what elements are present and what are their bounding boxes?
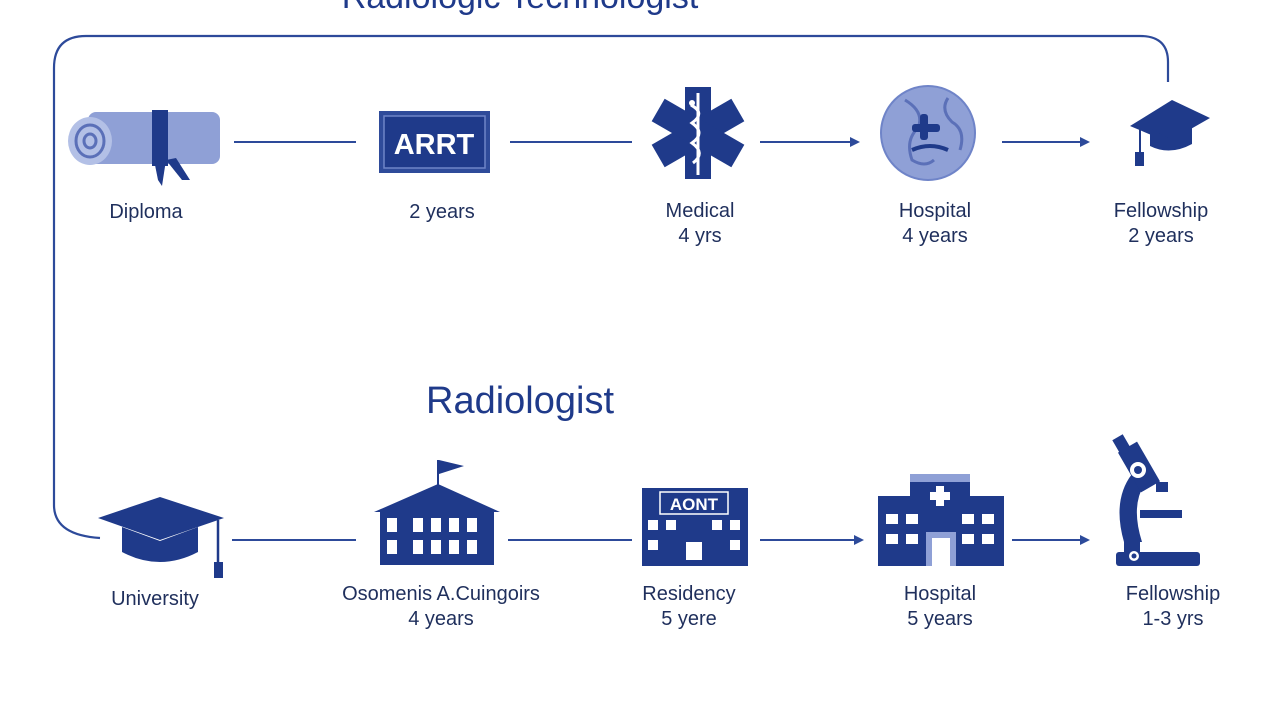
graduation-cap-icon xyxy=(1130,100,1210,166)
arrowhead-top-4 xyxy=(1080,137,1090,147)
diploma-scroll-icon xyxy=(68,110,220,186)
stage-duration: 5 yere xyxy=(661,608,717,630)
school-building-icon xyxy=(374,460,500,565)
stage-name: Hospital xyxy=(903,583,977,605)
stage-duration: 1-3 yrs xyxy=(1142,608,1204,630)
stage-name: Fellowship xyxy=(1125,583,1221,605)
stage-duration: 4 yrs xyxy=(678,225,722,247)
hospital-building-icon xyxy=(878,474,1004,566)
stage-label-fellowship: Fellowship 2 years xyxy=(1081,199,1241,249)
arrt-badge-text: ARRT xyxy=(394,129,475,161)
stage-label-diploma: Diploma xyxy=(66,200,226,225)
stage-name: Medical xyxy=(665,200,735,222)
stage-name: Diploma xyxy=(109,201,183,223)
stage-duration: 4 years xyxy=(408,608,474,630)
microscope-icon xyxy=(1112,434,1200,566)
stage-label-arrt: 2 years xyxy=(362,200,522,225)
stage-label-university: University xyxy=(75,587,235,612)
loop-connector xyxy=(52,34,1170,540)
stage-label-hospital: Hospital 5 years xyxy=(860,582,1020,632)
aont-building-icon: AONT xyxy=(642,488,748,566)
stage-name: Hospital xyxy=(898,200,972,222)
stage-duration: 4 years xyxy=(902,225,968,247)
graduation-cap-icon xyxy=(98,497,224,578)
stage-duration: 2 years xyxy=(409,201,475,223)
arrowhead-bottom-4 xyxy=(1080,535,1090,545)
arrowhead-top-3 xyxy=(850,137,860,147)
globe-icon xyxy=(880,85,976,181)
stage-label-hospital: Hospital 4 years xyxy=(855,199,1015,249)
stage-duration: 5 years xyxy=(907,608,973,630)
stage-label-fellowship: Fellowship 1-3 yrs xyxy=(1093,582,1253,632)
aont-badge-text: AONT xyxy=(670,495,719,514)
stage-duration: 2 years xyxy=(1128,225,1194,247)
arrowhead-bottom-3 xyxy=(854,535,864,545)
stage-name: Osomenis A.Cuingoirs xyxy=(342,583,540,605)
stage-label-college: Osomenis A.Cuingoirs 4 years xyxy=(321,582,561,632)
arrt-badge-icon: ARRT xyxy=(379,111,490,173)
stage-name: Fellowship xyxy=(1113,200,1209,222)
stage-name: University xyxy=(111,588,199,610)
top-row-title: Radiologic Technologist xyxy=(240,0,800,17)
bottom-row-title: Radiologist xyxy=(426,380,614,422)
stage-name: Residency xyxy=(642,583,736,605)
medical-star-of-life-icon xyxy=(651,87,745,179)
stage-label-medical: Medical 4 yrs xyxy=(620,199,780,249)
stage-label-residency: Residency 5 yere xyxy=(609,582,769,632)
